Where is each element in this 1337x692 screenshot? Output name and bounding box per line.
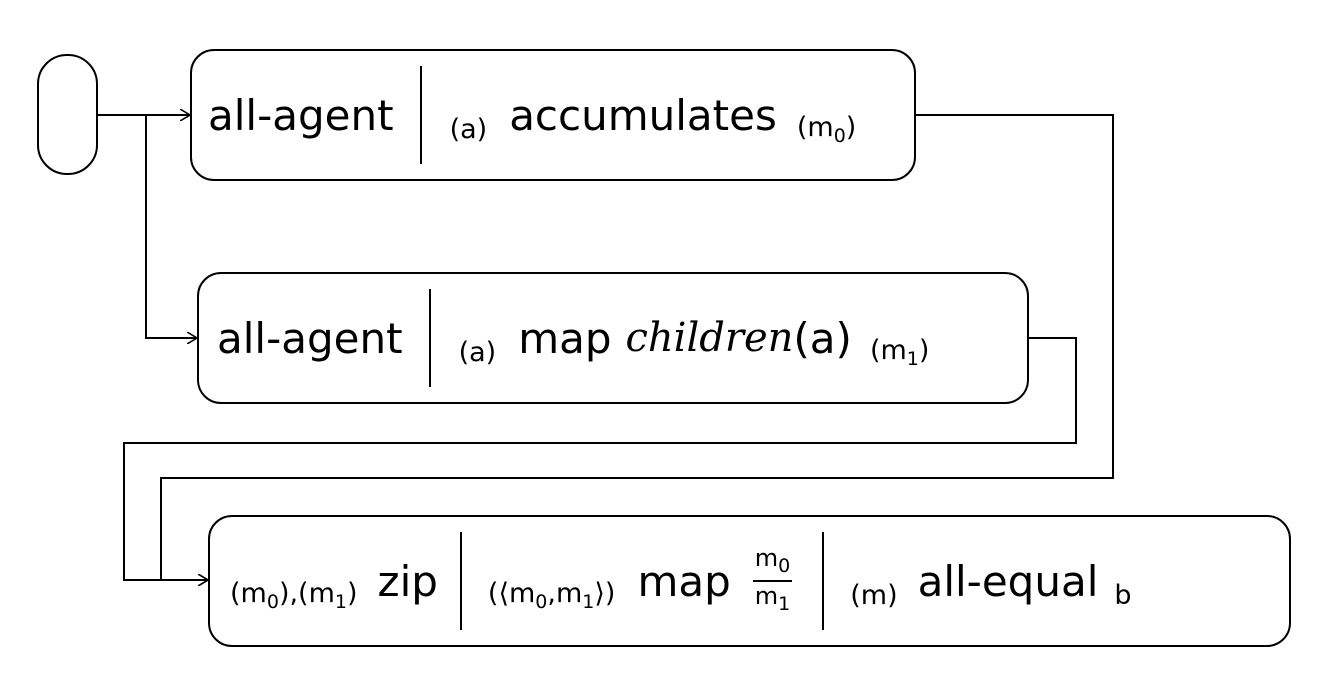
- stage1-output-var: (m0): [796, 111, 857, 147]
- stage2-separator: [428, 289, 431, 387]
- stage2-func-arg-name: children: [625, 315, 794, 361]
- stage3-box: (m0),(m1) zip (⟨m0,m1⟩) map m0 m1 (m) al…: [208, 515, 1291, 647]
- wire-stage2-to-stage3: [123, 337, 1077, 580]
- wire-start-to-stage2: [145, 115, 197, 338]
- stage3-separator-1: [459, 532, 462, 630]
- stage1-op: all-agent: [208, 90, 394, 140]
- stage1-separator: [419, 66, 422, 164]
- stage2-input-var: (a): [458, 336, 497, 368]
- stage3-eq-op: all-equal: [917, 556, 1099, 606]
- stage3-eq-output: b: [1114, 579, 1132, 611]
- stage2-box: all-agent (a) map children (a) (m1): [197, 272, 1029, 404]
- fraction-denominator: m1: [754, 582, 791, 615]
- stage1-func: accumulates: [509, 90, 777, 140]
- stage2-op: all-agent: [217, 313, 403, 363]
- stage3-eq-input: (m): [850, 579, 898, 611]
- stage3-separator-2: [822, 532, 825, 630]
- stage2-output-var: (m1): [869, 334, 930, 370]
- stage3-zip-op: zip: [377, 556, 438, 606]
- stage1-box: all-agent (a) accumulates (m0): [190, 49, 916, 181]
- stage2-func: map: [518, 313, 612, 363]
- stage3-map-op: map: [637, 556, 731, 606]
- stage3-map-inputs: (⟨m0,m1⟩): [487, 577, 616, 613]
- fraction-numerator: m0: [752, 544, 793, 582]
- stage2-func-arg: (a): [793, 313, 852, 363]
- stage3-ratio-fraction: m0 m1: [752, 544, 793, 618]
- stage3-zip-inputs: (m0),(m1): [230, 577, 358, 613]
- stage1-input-var: (a): [449, 113, 488, 145]
- start-node: [37, 54, 98, 175]
